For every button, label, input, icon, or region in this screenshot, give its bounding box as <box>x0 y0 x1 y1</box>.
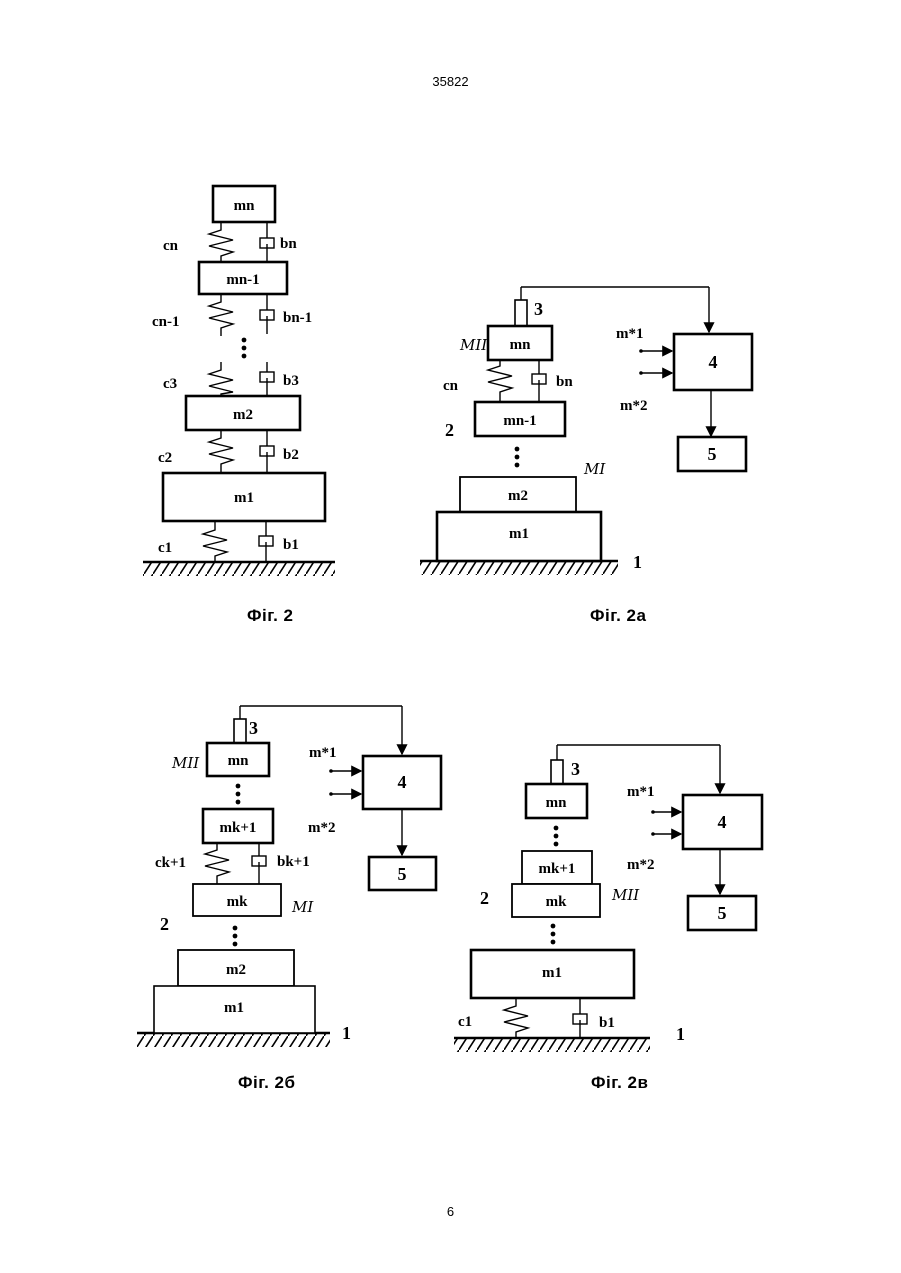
label-5: 5 <box>718 903 727 923</box>
label-bn-1: bn-1 <box>283 310 312 326</box>
mass-label: mn <box>234 198 255 214</box>
mass-label: mn-1 <box>226 272 259 288</box>
figure-2a: 3 mn MII cn bn mn-1 2 m2 MI m1 1 4 m*1 m… <box>420 287 752 575</box>
label-MII: MII <box>459 336 488 354</box>
label-3: 3 <box>249 718 258 738</box>
mass-label: m2 <box>233 407 253 423</box>
figure-2b-caption: Фіг. 2б <box>238 1073 296 1093</box>
label-2: 2 <box>160 914 169 934</box>
label-m1-star: m*1 <box>616 326 644 342</box>
figure-2v: 3 mn mk+1 mk 2 MII m1 c1 b1 1 4 m*1 m*2 … <box>454 745 762 1052</box>
figure-2: mn cn bn mn-1 cn-1 bn-1 c3 b3 m2 c2 <box>143 186 335 576</box>
figure-2a-caption: Фіг. 2а <box>590 606 646 626</box>
label-c1: c1 <box>158 540 172 556</box>
label-cn: cn <box>443 378 459 394</box>
label-b1: b1 <box>599 1015 615 1031</box>
figure-2v-caption: Фіг. 2в <box>591 1073 648 1093</box>
mass-label: m2 <box>508 488 528 504</box>
label-m2-star: m*2 <box>627 857 655 873</box>
label-b1: b1 <box>283 537 299 553</box>
label-c2: c2 <box>158 450 172 466</box>
label-5: 5 <box>398 864 407 884</box>
label-m2-star: m*2 <box>620 398 648 414</box>
label-3: 3 <box>571 759 580 779</box>
label-MII: MII <box>611 886 640 904</box>
label-bn: bn <box>556 374 573 390</box>
label-c1: c1 <box>458 1014 472 1030</box>
label-3: 3 <box>534 299 543 319</box>
label-1: 1 <box>676 1024 685 1044</box>
mass-label: mk+1 <box>539 861 576 877</box>
label-b2: b2 <box>283 447 299 463</box>
label-4: 4 <box>398 772 407 792</box>
mass-label: mk+1 <box>220 820 257 836</box>
mass-label: m1 <box>542 965 562 981</box>
mass-label: m1 <box>509 526 529 542</box>
label-m2-star: m*2 <box>308 820 336 836</box>
label-c3: c3 <box>163 376 177 392</box>
mass-label: mn-1 <box>503 413 536 429</box>
label-bk+1: bk+1 <box>277 854 310 870</box>
mass-label: mn <box>228 753 249 769</box>
label-MII: MII <box>171 754 200 772</box>
label-b3: b3 <box>283 373 299 389</box>
mass-label: mn <box>510 337 531 353</box>
label-m1-star: m*1 <box>627 784 655 800</box>
label-1: 1 <box>633 552 642 572</box>
label-1: 1 <box>342 1023 351 1043</box>
figure-2-caption: Фіг. 2 <box>247 606 294 626</box>
label-cn-1: cn-1 <box>152 314 180 330</box>
label-2: 2 <box>480 888 489 908</box>
label-bn: bn <box>280 236 297 252</box>
mass-label: mk <box>227 894 248 910</box>
label-cn: cn <box>163 238 179 254</box>
mass-label: mn <box>546 795 567 811</box>
label-5: 5 <box>708 444 717 464</box>
label-m1-star: m*1 <box>309 745 337 761</box>
label-4: 4 <box>709 352 718 372</box>
mass-label: m2 <box>226 962 246 978</box>
mass-label: m1 <box>234 490 254 506</box>
mass-label: m1 <box>224 1000 244 1016</box>
mass-label: mk <box>546 894 567 910</box>
figure-2b: 3 mn MII mk+1 ck+1 bk+1 mk MI 2 m2 m1 1 … <box>137 706 441 1047</box>
label-2: 2 <box>445 420 454 440</box>
label-MI: MI <box>291 898 314 916</box>
label-MI: MI <box>583 460 606 478</box>
label-4: 4 <box>718 812 727 832</box>
label-ck+1: ck+1 <box>155 855 186 871</box>
